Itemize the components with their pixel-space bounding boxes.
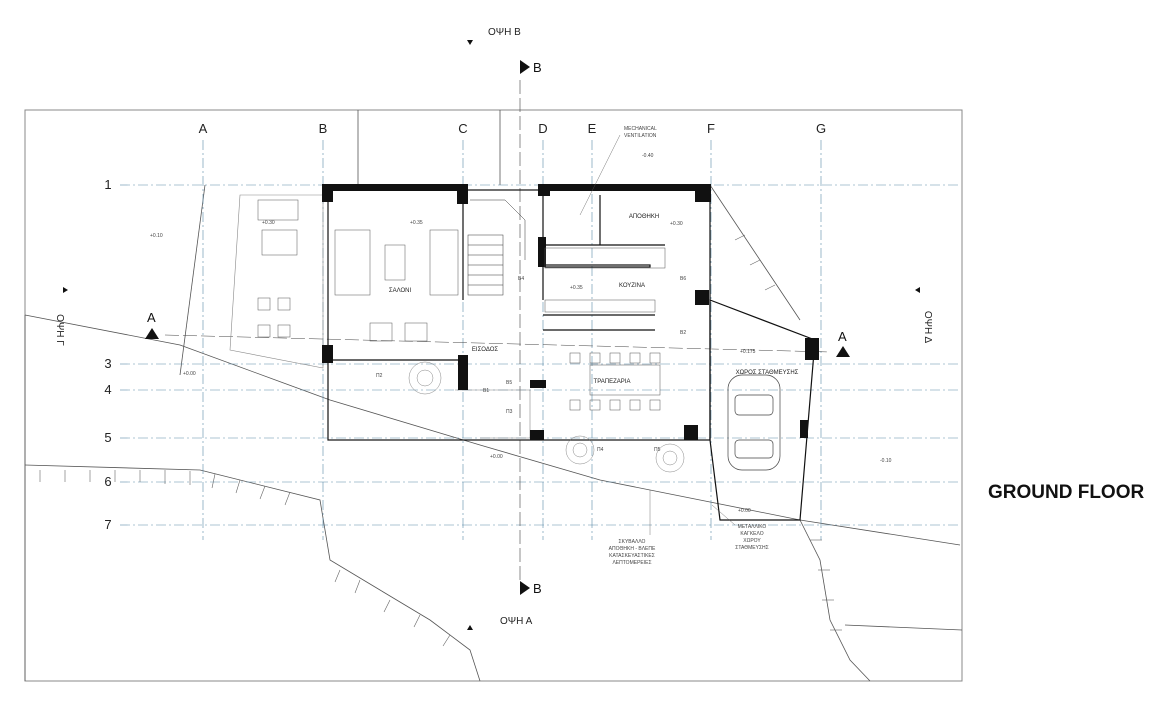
- section-b-bottom-arrow: [520, 581, 530, 595]
- level-5: +0.30: [670, 221, 683, 227]
- staircase: [467, 199, 526, 296]
- note-skyvalo-4: ΛΕΠΤΟΜΕΡΕΙΕΣ: [612, 560, 651, 566]
- grid-row-3: 3: [104, 356, 111, 371]
- grid-row-6: 6: [104, 474, 111, 489]
- section-a-right-arrow: [836, 346, 850, 357]
- section-b-bottom-label: B: [533, 581, 542, 596]
- opening-b6: Β6: [680, 276, 686, 282]
- section-a-left-arrow: [145, 328, 159, 339]
- grid-row-5: 5: [104, 430, 111, 445]
- room-parking: ΧΩΡΟΣ ΣΤΑΘΜΕΥΣΗΣ: [736, 370, 799, 376]
- opening-b5: Β5: [506, 380, 512, 386]
- room-trapezaria: ΤΡΑΠΕΖΑΡΙΑ: [594, 379, 631, 385]
- section-b-top-label: B: [533, 60, 542, 75]
- grid-col-e: E: [588, 121, 597, 136]
- section-b-top-arrow: [520, 60, 530, 74]
- opening-b1: Β1: [483, 388, 489, 394]
- terrain-ticks: [39, 234, 842, 647]
- view-marker-top: [467, 40, 473, 45]
- view-left-label: ΟΨΗ Γ: [54, 314, 65, 346]
- terrace-outline: [229, 194, 531, 439]
- note-kagkelo-2: ΚΑΓΚΕΛΟ: [740, 531, 763, 537]
- level-3: +0.35: [410, 220, 423, 226]
- grid-col-c: C: [458, 121, 467, 136]
- section-a-right-label: A: [838, 329, 847, 344]
- view-right-label: ΟΨΗ Δ: [922, 311, 933, 344]
- grid-col-d: D: [538, 121, 547, 136]
- leader-lines: [579, 134, 736, 535]
- level-9: +0.00: [490, 454, 503, 460]
- note-skyvalo-1: ΣΚΥΒΑΛΛΟ: [619, 539, 646, 545]
- note-mech-1: MECHANICAL: [624, 126, 657, 132]
- room-eisodos: ΕΙΣΟΔΟΣ: [472, 347, 498, 353]
- grid-col-f: F: [707, 121, 715, 136]
- note-kagkelo-1: ΜΕΤΑΛΛΙΚΟ: [738, 524, 767, 530]
- grid-axes-vertical: [202, 140, 822, 540]
- drawing-frame: [24, 109, 963, 682]
- level-4: -0.40: [642, 153, 654, 159]
- view-marker-right: [915, 287, 920, 293]
- view-top-label: ΟΨΗ Β: [488, 27, 521, 38]
- plant-icons: [408, 361, 685, 473]
- note-skyvalo-2: ΑΠΟΘΗΚΗ - ΒΛΕΠΕ: [609, 546, 656, 552]
- furniture: [257, 199, 666, 411]
- note-kagkelo-3: ΧΩΡΟΥ: [743, 538, 761, 544]
- grid-col-g: G: [816, 121, 826, 136]
- car-icon: [727, 374, 781, 471]
- note-skyvalo-3: ΚΑΤΑΣΚΕΥΑΣΤΙΚΕΣ: [609, 553, 655, 559]
- building-walls: [327, 189, 816, 521]
- grid-col-b: B: [319, 121, 328, 136]
- note-kagkelo-4: ΣΤΑΘΜΕΥΣΗΣ: [735, 545, 769, 551]
- view-marker-left: [63, 287, 68, 293]
- section-line-a: [164, 334, 831, 353]
- level-6: +0.35: [570, 285, 583, 291]
- grid-col-a: A: [199, 121, 208, 136]
- structural-columns: [322, 184, 819, 440]
- grid-row-labels: 1 3 4 5 6 7: [104, 177, 111, 532]
- view-marker-bottom: [467, 625, 473, 630]
- note-mech-2: VENTILATION: [624, 133, 657, 139]
- room-saloni: ΣΑΛΟΝΙ: [389, 288, 412, 294]
- opening-tags: Π2 Π3 Β1 Β2 Β4 Β5 Β6 Π4 Π5: [376, 276, 686, 453]
- opening-b4: Β4: [518, 276, 524, 282]
- grid-row-7: 7: [104, 517, 111, 532]
- opening-b2: Β2: [680, 330, 686, 336]
- grid-column-labels: A B C D E F G: [199, 121, 826, 136]
- grid-row-4: 4: [104, 382, 111, 397]
- section-a-left-label: A: [147, 310, 156, 325]
- room-apothiki: ΑΠΟΘΗΚΗ: [629, 214, 659, 220]
- level-11: -0.10: [880, 458, 892, 464]
- grid-axes-horizontal: [120, 184, 960, 526]
- level-8: +0.00: [183, 371, 196, 377]
- level-1: +0.10: [150, 233, 163, 239]
- opening-p5: Π5: [654, 447, 661, 453]
- annotations: MECHANICAL VENTILATION ΣΚΥΒΑΛΛΟ ΑΠΟΘΗΚΗ …: [609, 126, 769, 566]
- view-bottom-label: ΟΨΗ Α: [500, 616, 533, 627]
- level-markers: +0.10 +0.30 +0.35 -0.40 +0.30 +0.35 +0.1…: [150, 153, 892, 514]
- room-kouzina: ΚΟΥΖΙΝΑ: [619, 283, 645, 289]
- opening-p2: Π2: [376, 373, 383, 379]
- sheet-title: GROUND FLOOR: [988, 482, 1145, 503]
- level-2: +0.30: [262, 220, 275, 226]
- grid-row-1: 1: [104, 177, 111, 192]
- opening-p4: Π4: [597, 447, 604, 453]
- opening-p3: Π3: [506, 409, 513, 415]
- level-10: +0.00: [738, 508, 751, 514]
- level-7: +0.175: [740, 349, 756, 355]
- plot-boundary: [24, 110, 963, 682]
